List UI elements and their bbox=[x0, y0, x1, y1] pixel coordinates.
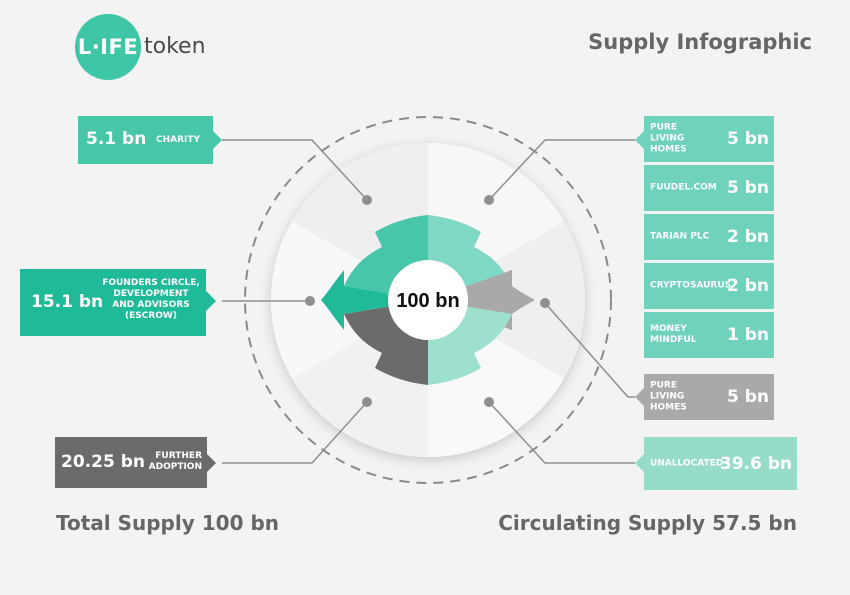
segment-founders bbox=[321, 270, 428, 330]
fuudel-value: 5 bn bbox=[726, 178, 769, 198]
inner-segments bbox=[321, 215, 535, 385]
connector-lines bbox=[222, 139, 635, 464]
pure-living-box: PURE LIVING HOMES 5 bn bbox=[644, 116, 774, 162]
center-circle bbox=[388, 260, 468, 340]
life-token-logo: L·IFE token bbox=[75, 14, 215, 80]
dashed-outer-ring bbox=[244, 116, 612, 484]
adoption-label: FURTHER ADOPTION bbox=[148, 451, 202, 472]
adoption-box: 20.25 bn FURTHER ADOPTION bbox=[55, 437, 207, 488]
pure-living-label: PURE LIVING HOMES bbox=[650, 122, 687, 155]
tarian-label: TARIAN PLC bbox=[650, 231, 710, 242]
tarian-value: 2 bn bbox=[726, 227, 769, 247]
unallocated-label: UNALLOCATED bbox=[650, 458, 724, 468]
unallocated-box: UNALLOCATED 39.6 bn bbox=[644, 437, 797, 490]
founders-value: 15.1 bn bbox=[31, 292, 104, 312]
money-mindful-value: 1 bn bbox=[726, 325, 769, 345]
charity-label: CHARITY bbox=[156, 135, 201, 145]
pure-living-2-label: PURE LIVING HOMES bbox=[650, 380, 687, 413]
founders-box: 15.1 bn FOUNDERS CIRCLE, DEVELOPMENT AND… bbox=[20, 269, 206, 336]
fuudel-label: FUUDEL.COM bbox=[650, 182, 717, 193]
page-title: Supply Infographic bbox=[588, 30, 812, 54]
pure-living-value: 5 bn bbox=[726, 129, 769, 149]
charity-value: 5.1 bn bbox=[86, 129, 147, 149]
logo-mark: L·IFE bbox=[75, 14, 141, 80]
cryptosaurus-box: CRYPTOSAURUS 2 bn bbox=[644, 263, 774, 309]
adoption-value: 20.25 bn bbox=[61, 452, 145, 472]
logo-wordmark: token bbox=[144, 34, 206, 59]
unallocated-value: 39.6 bn bbox=[719, 453, 792, 474]
fuudel-box: FUUDEL.COM 5 bn bbox=[644, 165, 774, 211]
pure-living-2-box: PURE LIVING HOMES 5 bn bbox=[644, 374, 774, 420]
total-supply: Total Supply 100 bn bbox=[56, 511, 279, 535]
money-mindful-label: MONEY MINDFUL bbox=[650, 324, 697, 345]
cryptosaurus-value: 2 bn bbox=[726, 276, 769, 296]
center-label: 100 bn bbox=[396, 290, 459, 312]
founders-label: FOUNDERS CIRCLE, DEVELOPMENT AND ADVISOR… bbox=[102, 278, 200, 321]
cryptosaurus-label: CRYPTOSAURUS bbox=[650, 280, 732, 291]
pure-living-2-value: 5 bn bbox=[726, 387, 769, 407]
money-mindful-box: MONEY MINDFUL 1 bn bbox=[644, 312, 774, 358]
tarian-box: TARIAN PLC 2 bn bbox=[644, 214, 774, 260]
circulating-supply: Circulating Supply 57.5 bn bbox=[498, 511, 797, 535]
box-pointers bbox=[206, 131, 644, 472]
charity-box: 5.1 bn CHARITY bbox=[78, 116, 213, 164]
